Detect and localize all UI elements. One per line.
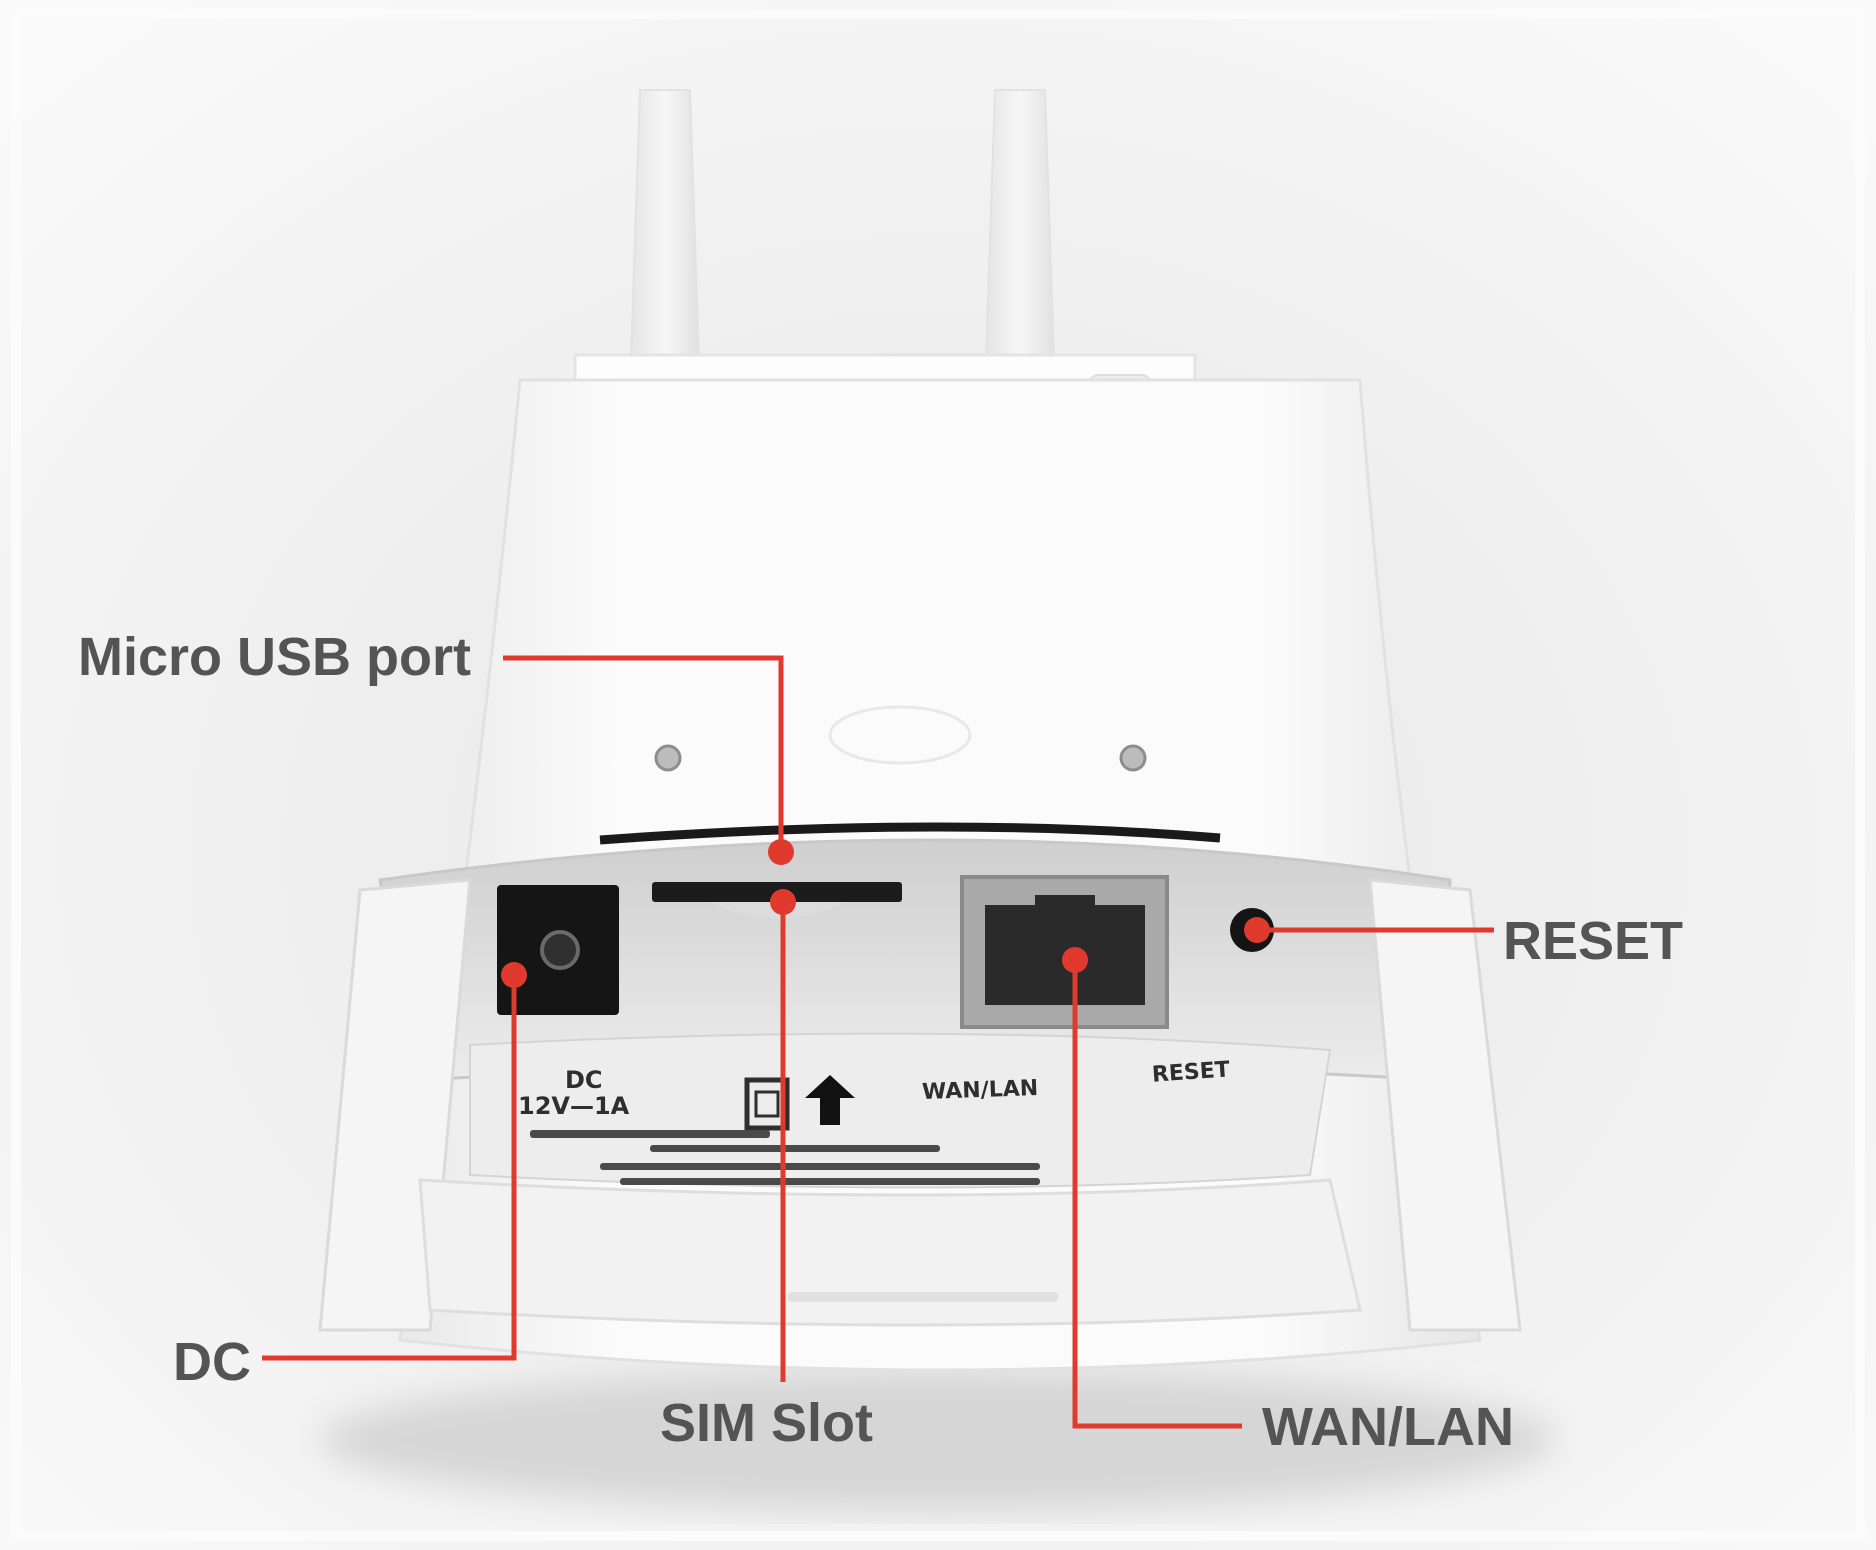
right-cover-flap bbox=[1368, 878, 1522, 1332]
sticker-wan-lan-label: WAN/LAN bbox=[921, 1075, 1039, 1106]
rj45-latch bbox=[1035, 895, 1095, 917]
callout-dots bbox=[501, 839, 1270, 988]
micro-usb-leader bbox=[503, 655, 784, 852]
micro-usb-dot bbox=[768, 839, 794, 865]
body-emboss bbox=[828, 705, 972, 765]
wan-lan-leader bbox=[1072, 960, 1242, 1429]
sticker-fine-print bbox=[530, 1130, 1040, 1185]
lower-tray bbox=[418, 1178, 1362, 1327]
right-antenna bbox=[983, 89, 1057, 391]
dc-dot bbox=[501, 962, 527, 988]
sticker-reset-label: RESET bbox=[1151, 1057, 1231, 1088]
callout-lines bbox=[262, 655, 1494, 1429]
cavity-lip bbox=[599, 822, 1221, 845]
sticker-dc-label: DC bbox=[565, 1066, 603, 1094]
sticker-voltage-label: 12V—1A bbox=[518, 1092, 630, 1120]
tray-slot bbox=[788, 1292, 1058, 1302]
device-shadow bbox=[318, 1370, 1558, 1510]
sim-slot-callout-label: SIM Slot bbox=[660, 1393, 873, 1453]
sim-card-icon bbox=[744, 1077, 790, 1131]
sim-arrow-icon bbox=[805, 1075, 855, 1125]
wan-lan-callout-label: WAN/LAN bbox=[1262, 1397, 1514, 1457]
dc-callout-label: DC bbox=[173, 1332, 251, 1392]
reset-dot bbox=[1244, 917, 1270, 943]
photo-frame bbox=[11, 9, 1865, 1541]
sim-slot-dot bbox=[770, 889, 796, 915]
screw-right bbox=[1119, 744, 1147, 772]
dc-leader bbox=[262, 975, 517, 1361]
micro-usb-callout-label: Micro USB port bbox=[78, 627, 472, 687]
left-antenna bbox=[628, 89, 702, 391]
screw-left bbox=[654, 744, 682, 772]
reset-callout-label: RESET bbox=[1503, 911, 1684, 971]
wan-lan-dot bbox=[1062, 947, 1088, 973]
dc-jack-pin bbox=[540, 930, 580, 970]
